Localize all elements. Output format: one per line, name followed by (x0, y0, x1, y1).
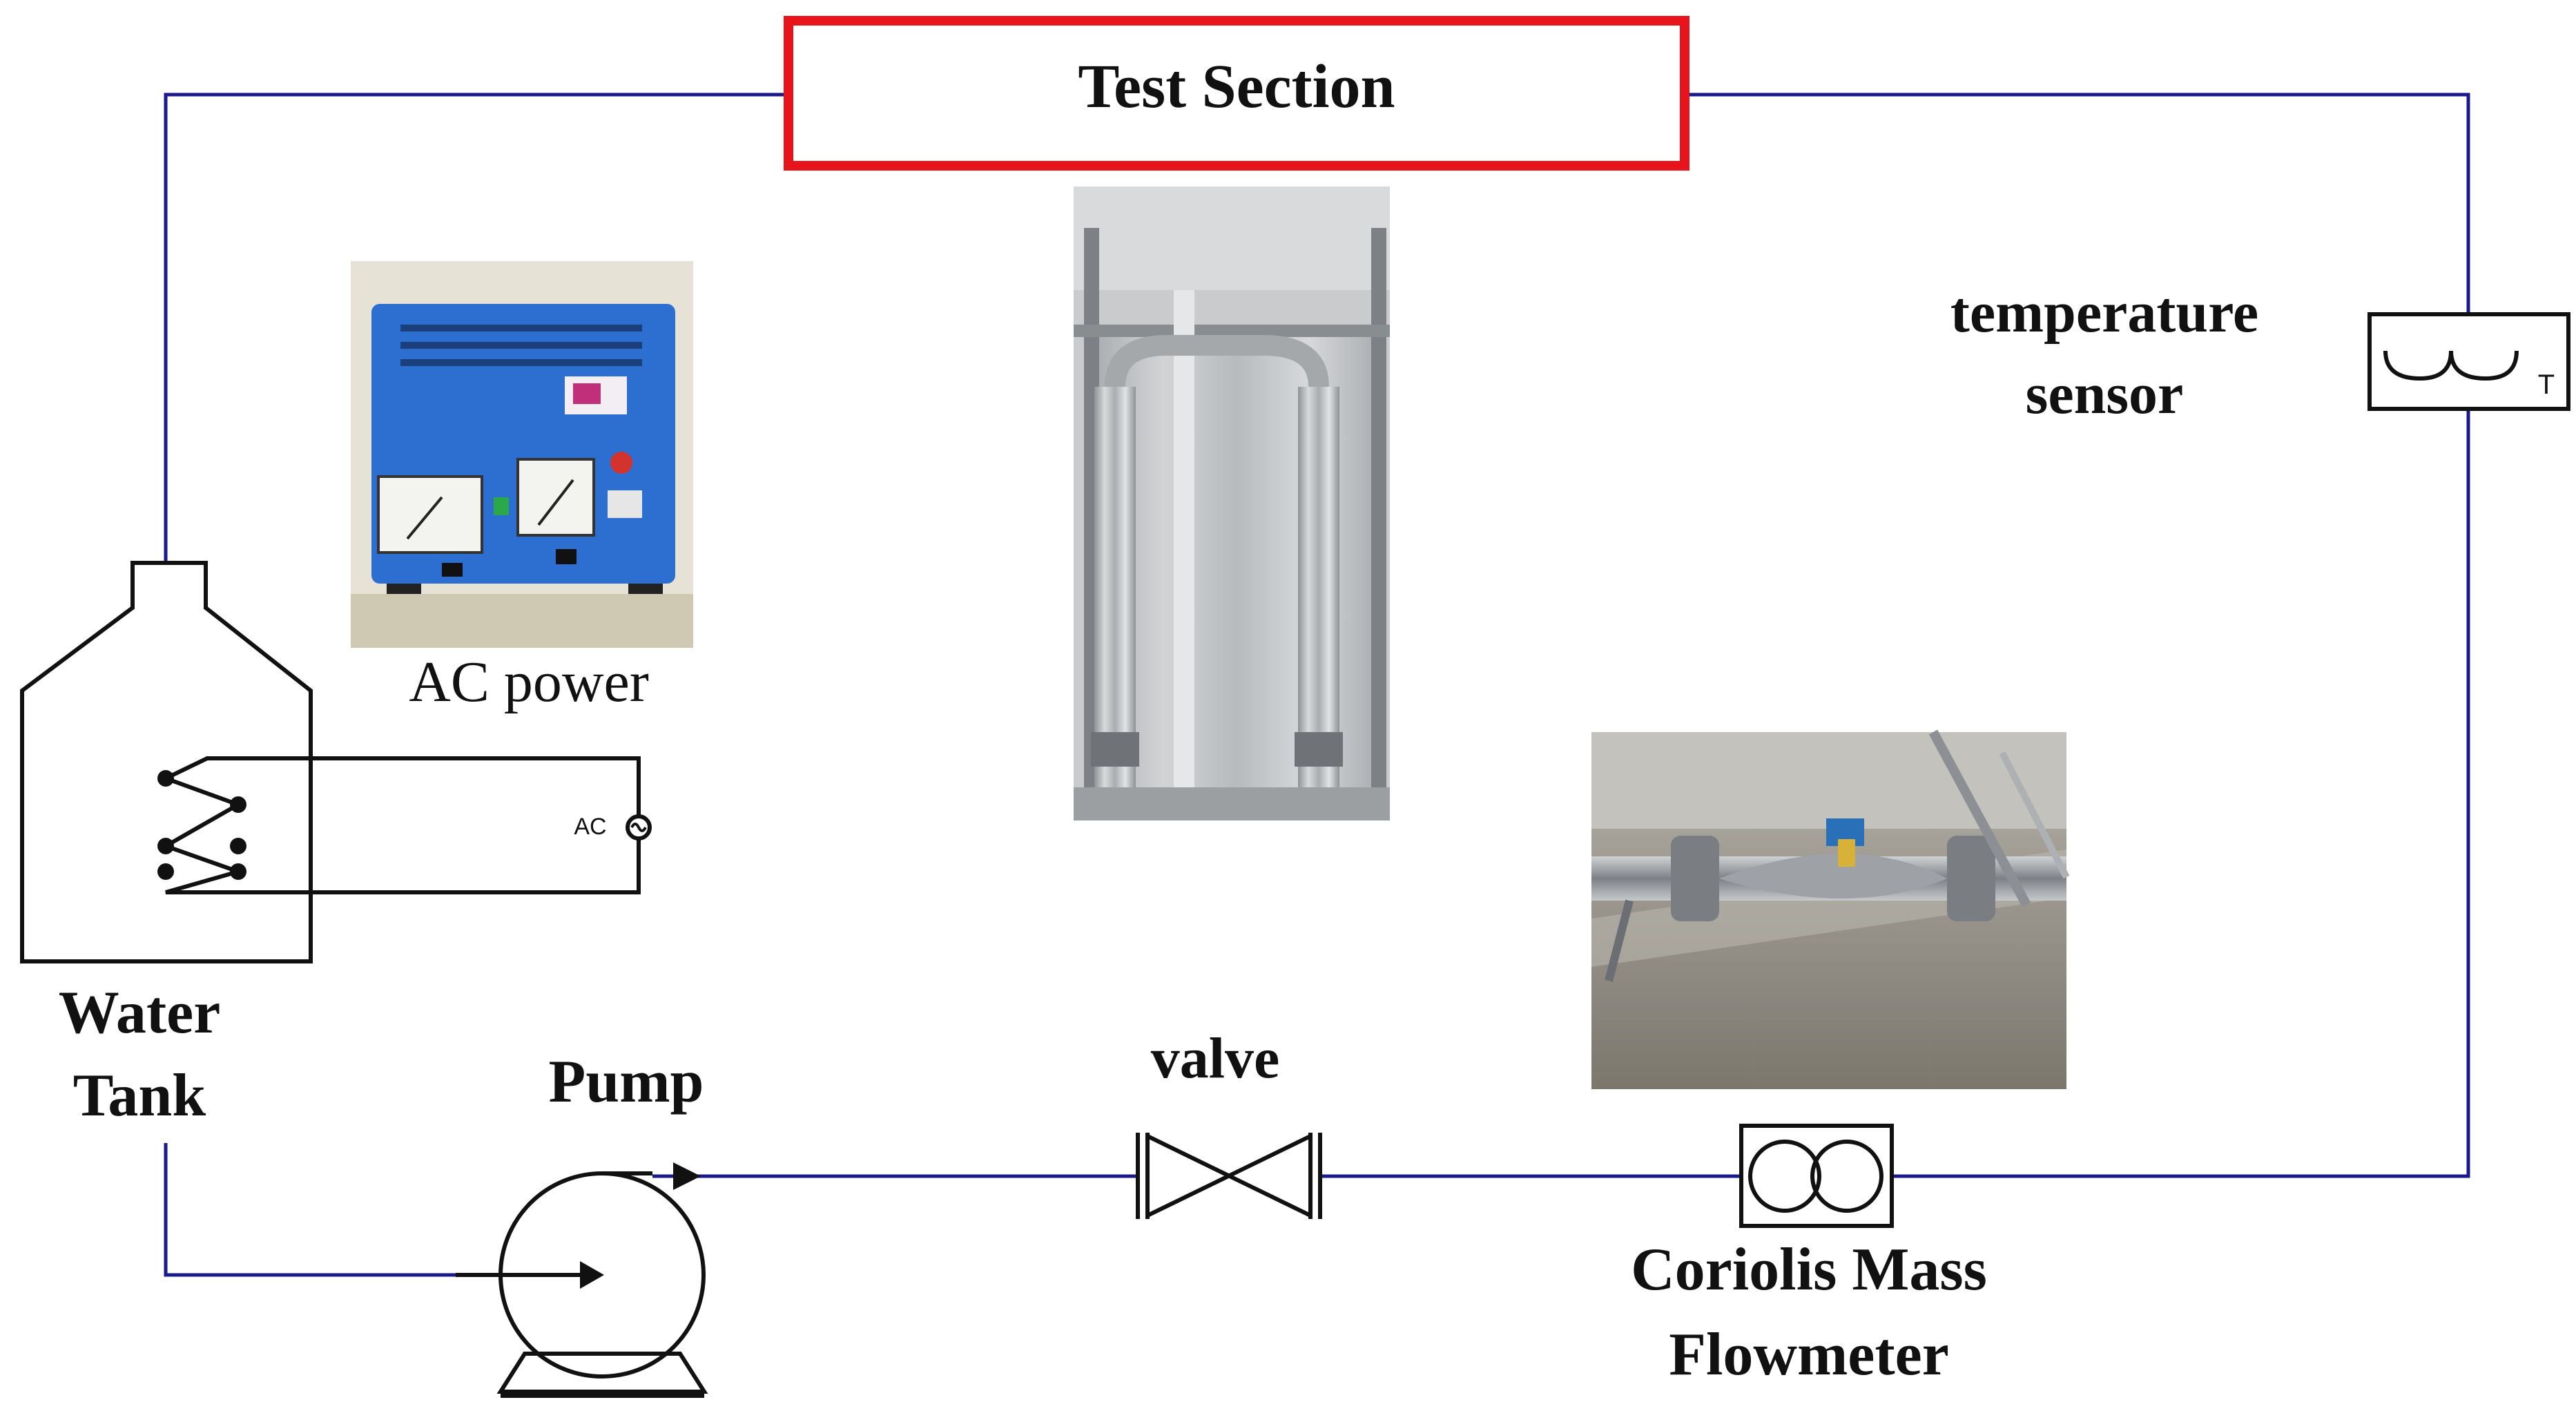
water-tank-outline (20, 561, 313, 963)
ac-wire-bottom (242, 839, 641, 894)
ac-source-symbol (626, 814, 652, 841)
test-section: Test Section (784, 16, 1689, 171)
temperature-sensor-box (2367, 312, 2570, 411)
pump (456, 1162, 708, 1398)
temperature-sensor-label-line1: temperature (1950, 280, 2258, 345)
heater-terminals (157, 770, 246, 880)
test-section-photo (1074, 186, 1390, 820)
valve-body (1145, 1133, 1313, 1219)
heater-coil (160, 756, 245, 894)
pipe-sensor-to-flowmeter (1892, 409, 2470, 1178)
ac-wire-top (242, 756, 641, 815)
flowmeter-label-line2: Flowmeter (1669, 1321, 1949, 1388)
flowmeter-box (1739, 1124, 1894, 1228)
pipe-tank-to-test-section (164, 93, 788, 563)
ac-source-label: AC (574, 814, 606, 840)
pump-label: Pump (549, 1048, 704, 1115)
flowmeter-photo (1591, 729, 2070, 1089)
flowmeter-label-line1: Coriolis Mass (1631, 1236, 1987, 1303)
temperature-sensor-symbol: T (2538, 369, 2555, 400)
water-tank-label-line2: Tank (73, 1062, 206, 1129)
coriolis-flowmeter (1739, 1124, 1894, 1228)
valve (1136, 1133, 1322, 1219)
water-tank (20, 561, 652, 963)
valve-label: valve (1151, 1026, 1280, 1091)
pipe-tank-to-pump (164, 1143, 469, 1277)
ac-power-photo (351, 261, 693, 648)
temperature-sensor (2367, 312, 2570, 411)
test-section-label: Test Section (1078, 52, 1395, 121)
water-tank-label-line1: Water (59, 979, 221, 1046)
temperature-sensor-label-line2: sensor (2026, 362, 2184, 426)
test-section-box (784, 16, 1689, 171)
pipe-test-section-to-sensor (1685, 93, 2470, 314)
pump-base (496, 1352, 708, 1394)
ac-power-label: AC power (409, 650, 649, 714)
pipe-loop (164, 93, 2470, 1277)
